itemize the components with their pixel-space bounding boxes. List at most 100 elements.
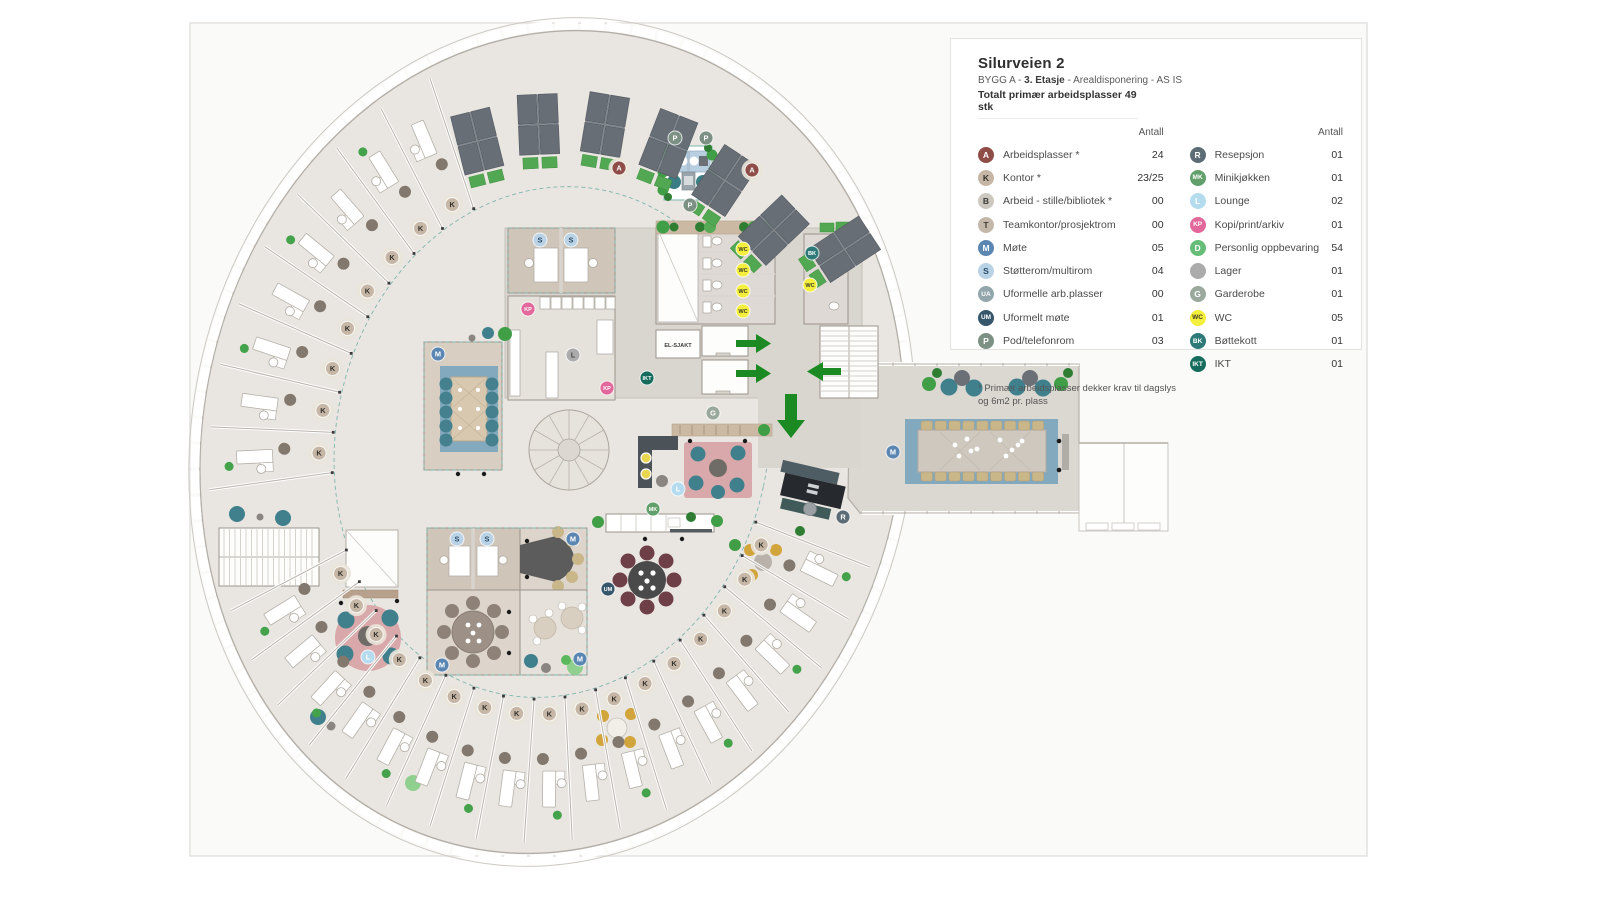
svg-text:BK: BK [808, 251, 816, 257]
legend-count: 01 [1331, 148, 1343, 161]
r-badge-icon: R [1189, 146, 1206, 163]
legend-label: Uformelt møte [1003, 311, 1070, 324]
svg-text:IKT: IKT [642, 376, 652, 382]
svg-text:K: K [758, 540, 764, 549]
a-badge-icon: A [978, 146, 994, 163]
kp-badge-icon: KP [1189, 216, 1206, 233]
svg-text:K: K [514, 709, 520, 718]
minikitchen [592, 512, 723, 542]
meeting-block [426, 526, 588, 676]
svg-text:K: K [451, 692, 457, 701]
plan-badge-k: K [410, 217, 432, 239]
legend-label: Arbeidsplasser * [1003, 148, 1080, 161]
svg-text:KP: KP [603, 386, 611, 392]
plan-badge-k: K [414, 669, 436, 691]
plan-badge-k: K [381, 246, 403, 268]
legend-count: 01 [1331, 358, 1343, 371]
plan-badge-k: K [443, 686, 465, 708]
lager-badge-icon [1189, 263, 1206, 280]
office-cell [498, 751, 526, 808]
legend-label: Kontor * [1003, 171, 1041, 184]
plan-badge-s: S [532, 232, 548, 248]
plan-badge-wc: WC [802, 277, 818, 293]
plan-badge-lager: L [565, 347, 581, 363]
legend-total: Totalt primær arbeidsplasser 49 stk [978, 89, 1138, 119]
legend-count: 01 [1331, 265, 1343, 278]
office-cell [240, 393, 297, 421]
office-cell [712, 667, 759, 712]
plan-badge-k: K [474, 697, 496, 719]
office-cell [536, 752, 567, 820]
legend-count: 54 [1331, 241, 1343, 254]
svg-text:MK: MK [649, 507, 658, 513]
window-band [190, 20, 914, 864]
plan-badge-m: M [565, 531, 581, 547]
legend-label: Pod/telefonrom [1003, 335, 1075, 348]
elevators [701, 325, 749, 395]
wing-meeting-chairs [920, 420, 1044, 482]
legend-row-a: A Arbeidsplasser * 24 [978, 143, 1164, 166]
svg-text:M: M [577, 655, 583, 664]
desk-cluster [729, 194, 810, 274]
svg-text:WC: WC [738, 268, 747, 274]
svg-text:K: K [354, 601, 360, 610]
svg-text:K: K [547, 709, 553, 718]
office-cell [286, 233, 350, 274]
office-cell [341, 685, 381, 739]
legend-label: Personlig oppbevaring [1214, 241, 1320, 254]
plan-badge-kp: KP [599, 380, 615, 396]
plan-badge-k: K [388, 649, 410, 671]
plan-badge-k: K [356, 280, 378, 302]
plan-badge-k: K [308, 442, 330, 464]
plan-badge-p: P [698, 130, 714, 146]
plan-badge-m: M [430, 346, 446, 362]
plan-badge-wc: WC [735, 303, 751, 319]
plan-badge-m: M [572, 651, 588, 667]
wc-badge-icon: WC [1189, 309, 1206, 326]
center-lounge [638, 423, 773, 499]
legend-count: 24 [1151, 148, 1164, 161]
legend-panel: Silurveien 2 BYGG A - 3. Etasje - Areald… [950, 38, 1362, 407]
svg-text:K: K [698, 635, 704, 644]
mk-badge-icon: MK [1189, 169, 1206, 186]
b-badge-icon: B [978, 193, 994, 210]
plan-badge-g: G [705, 405, 721, 421]
plan-badge-mk: MK [645, 501, 661, 517]
office-cell [612, 736, 651, 798]
entrance-arrows [736, 334, 841, 438]
legend-label: Arbeid - stille/bibliotek * [1003, 195, 1113, 208]
plan-badge-k: K [713, 600, 735, 622]
office-cell [376, 711, 414, 779]
office-cell [455, 744, 487, 813]
svg-text:K: K [423, 676, 429, 685]
svg-text:S: S [538, 236, 543, 245]
plan-badge-k: K [663, 653, 685, 675]
svg-text:K: K [671, 659, 677, 668]
svg-text:WC: WC [738, 247, 747, 253]
legend-label: Bøttekott [1214, 335, 1257, 348]
svg-text:K: K [330, 364, 336, 373]
desk-cluster [686, 143, 759, 227]
svg-text:K: K [338, 569, 344, 578]
tv-screen [1062, 434, 1069, 470]
plan-badge-a: A [741, 159, 763, 181]
s-badge-icon: S [978, 263, 994, 280]
legend-label: WC [1214, 311, 1233, 324]
legend-title: Silurveien 2 [978, 55, 1065, 72]
svg-text:M: M [439, 661, 445, 670]
legend-count: 00 [1151, 195, 1164, 208]
svg-text:K: K [365, 287, 371, 296]
plan-badge-p: P [667, 130, 683, 146]
legend-row-lager: Lager 01 [1189, 259, 1343, 282]
office-cell [260, 582, 311, 636]
svg-text:P: P [673, 134, 678, 143]
legend-label: Lager [1214, 265, 1242, 278]
plan-badge-k: K [750, 534, 772, 556]
plan-badge-l: L [670, 481, 686, 497]
svg-text:K: K [742, 575, 748, 584]
